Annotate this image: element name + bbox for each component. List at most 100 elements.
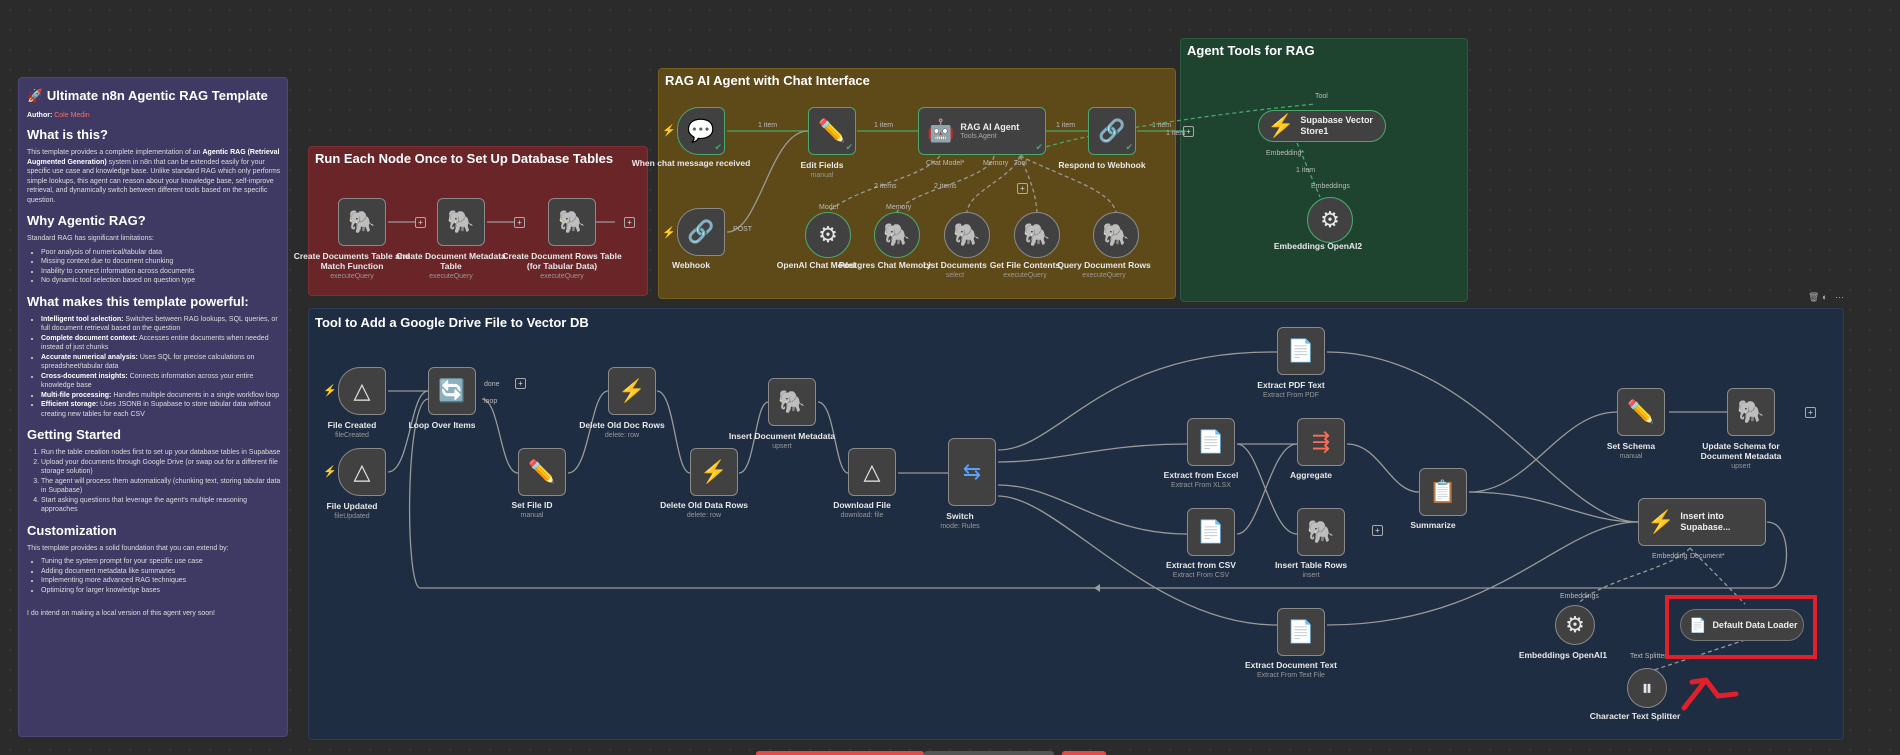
list-item: Cross-document insights: Connects inform… (41, 372, 281, 391)
add-node-button[interactable]: + (515, 378, 526, 389)
add-node-button[interactable]: + (1183, 126, 1194, 137)
edge-label: loop (484, 398, 498, 405)
node-aggregate[interactable]: ⇶ (1297, 418, 1345, 466)
node-summarize[interactable]: 📋 (1419, 468, 1467, 516)
add-node-button[interactable]: + (415, 217, 426, 228)
node-chat-trigger[interactable]: 💬✔ (677, 107, 725, 155)
node-create-rows-table[interactable]: 🐘 (548, 198, 596, 246)
heading-customization: Customization (27, 522, 117, 538)
node-extract-pdf-text[interactable]: 📄 (1277, 327, 1325, 375)
add-node-button[interactable]: + (1805, 407, 1816, 418)
what-paragraph: This template provides a complete implem… (27, 149, 281, 204)
node-switch[interactable]: ⇆ (948, 438, 996, 506)
postgres-elephant-icon: 🐘 (1023, 222, 1051, 247)
node-insert-into-supabase[interactable]: ⚡Insert into Supabase... (1638, 498, 1766, 546)
node-supabase-vector-store[interactable]: ⚡Supabase Vector Store1 (1258, 110, 1386, 142)
list-item: Intelligent tool selection: Switches bet… (41, 315, 281, 334)
node-label: Summarize (1410, 520, 1456, 530)
rocket-icon: 🚀 (27, 88, 44, 103)
trigger-bolt-icon: ⚡ (662, 125, 676, 137)
node-label: Character Text Splitter (1589, 711, 1681, 721)
node-insert-document-metadata[interactable]: 🐘 (768, 378, 816, 426)
node-embeddings-openai1[interactable]: ⚙ (1555, 605, 1595, 645)
bottom-tab[interactable] (756, 751, 924, 755)
pencil-icon: ✏️ (1627, 399, 1655, 424)
node-edit-fields[interactable]: ✏️✔ (808, 107, 856, 155)
edge-label: Memory (983, 160, 1009, 167)
heading-powerful: What makes this template powerful: (27, 293, 249, 309)
trigger-bolt-icon: ⚡ (323, 385, 337, 397)
list-item: Inability to connect information across … (41, 267, 281, 277)
node-extract-excel[interactable]: 📄 (1187, 418, 1235, 466)
node-download-file[interactable]: △ (848, 448, 896, 496)
intro-sticky-note[interactable]: 🚀 Ultimate n8n Agentic RAG Template Auth… (18, 77, 288, 737)
supabase-icon: ⚡ (618, 378, 646, 403)
node-openai-chat-model[interactable]: ⚙ (805, 212, 851, 258)
node-get-file-contents[interactable]: 🐘 (1014, 212, 1060, 258)
node-embeddings-openai2[interactable]: ⚙ (1307, 197, 1353, 243)
delete-icon[interactable]: 🗑 (1808, 292, 1820, 302)
postgres-elephant-icon: 🐘 (953, 222, 981, 247)
supabase-icon: ⚡ (1267, 113, 1295, 138)
more-icon[interactable]: ⋯ (1835, 292, 1844, 302)
bottom-tab[interactable] (924, 751, 1054, 755)
node-extract-document-text[interactable]: 📄 (1277, 608, 1325, 656)
bottom-tab[interactable] (1062, 751, 1106, 755)
node-list-documents[interactable]: 🐘 (944, 212, 990, 258)
add-node-button[interactable]: + (1372, 525, 1383, 536)
switch-icon: ⇆ (962, 459, 982, 484)
node-extract-csv[interactable]: 📄 (1187, 508, 1235, 556)
list-item: Upload your documents through Google Dri… (41, 458, 281, 477)
node-respond-webhook[interactable]: 🔗✔ (1088, 107, 1136, 155)
add-node-button[interactable]: + (624, 217, 635, 228)
node-create-metadata-table[interactable]: 🐘 (437, 198, 485, 246)
add-tool-button[interactable]: + (1017, 183, 1028, 194)
google-drive-icon: △ (353, 459, 371, 484)
sticky-title: Tool to Add a Google Drive File to Vecto… (315, 315, 589, 330)
list-item: Tuning the system prompt for your specif… (41, 557, 281, 567)
node-loop-over-items[interactable]: 🔄 (428, 367, 476, 415)
node-file-updated[interactable]: △ (338, 448, 386, 496)
add-node-button[interactable]: + (514, 217, 525, 228)
node-file-created[interactable]: △ (338, 367, 386, 415)
node-character-text-splitter[interactable]: ⏸ (1627, 668, 1667, 708)
agent-tools-sticky[interactable]: Agent Tools for RAG (1180, 38, 1468, 302)
node-delete-old-doc-rows[interactable]: ⚡ (608, 367, 656, 415)
openai-icon: ⚙ (818, 222, 838, 247)
gdrive-vector-sticky[interactable]: Tool to Add a Google Drive File to Vecto… (308, 308, 1844, 740)
node-webhook[interactable]: 🔗 (677, 208, 725, 256)
node-insert-table-rows[interactable]: 🐘 (1297, 508, 1345, 556)
list-item: Poor analysis of numerical/tabular data (41, 248, 281, 258)
postgres-elephant-icon: 🐘 (558, 209, 586, 234)
node-query-document-rows[interactable]: 🐘 (1093, 212, 1139, 258)
node-set-schema[interactable]: ✏️ (1617, 388, 1665, 436)
edge-label: Embeddings (1311, 183, 1350, 190)
edge-label: Model (819, 204, 839, 211)
color-icon[interactable]: ◐ (1822, 292, 1828, 302)
node-update-schema[interactable]: 🐘 (1727, 388, 1775, 436)
edge-label: POST (733, 226, 753, 233)
file-extract-icon: 📄 (1287, 619, 1315, 644)
node-set-file-id[interactable]: ✏️ (518, 448, 566, 496)
node-postgres-memory[interactable]: 🐘 (874, 212, 920, 258)
node-delete-old-data-rows[interactable]: ⚡ (690, 448, 738, 496)
custom-list: Tuning the system prompt for your specif… (27, 557, 281, 595)
node-label: Aggregate (1289, 470, 1333, 480)
edge-label: Text Splitter (1630, 653, 1667, 660)
author-link[interactable]: Cole Medin (54, 112, 90, 119)
node-create-documents-table[interactable]: 🐘 (338, 198, 386, 246)
pencil-icon: ✏️ (528, 459, 556, 484)
node-default-data-loader[interactable]: 📄Default Data Loader (1680, 609, 1804, 641)
